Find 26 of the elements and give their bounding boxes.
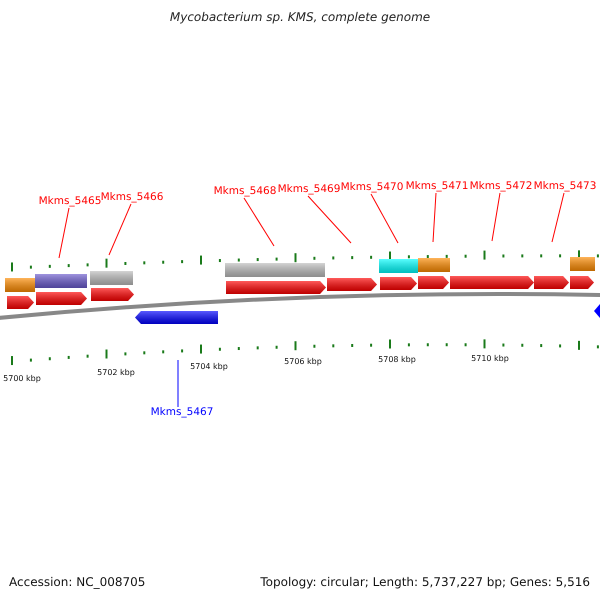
tick-label: 5708 kbp — [378, 355, 416, 364]
leader-line — [58, 208, 70, 258]
tick-label: 5710 kbp — [471, 354, 509, 363]
tick-label: 5704 kbp — [190, 362, 228, 371]
tick-label: 5702 kbp — [97, 368, 135, 377]
leader-line — [492, 192, 500, 242]
accession-text: Accession: NC_008705 — [9, 575, 146, 589]
gene-label: Mkms_5466 — [100, 191, 164, 203]
leader-line — [108, 204, 132, 256]
gene-label: Mkms_5472 — [470, 180, 532, 192]
leader-line — [552, 192, 564, 242]
gene-label: Mkms_5468 — [214, 185, 276, 197]
tick-label: 5706 kbp — [284, 357, 322, 366]
leader-line — [244, 198, 274, 246]
gene-label: Mkms_5471 — [406, 180, 468, 192]
gene-label: Mkms_5470 — [340, 181, 404, 193]
leader-line — [308, 196, 352, 244]
leader-line — [370, 194, 398, 244]
leader-line — [432, 192, 436, 242]
title: Mycobacterium sp. KMS, complete genome — [168, 10, 432, 24]
tick-label: 5700 kbp — [3, 374, 41, 383]
gene-label: Mkms_5469 — [278, 183, 340, 195]
genome-info-text: Topology: circular; Length: 5,737,227 bp; Genes: 5,516 — [260, 575, 590, 589]
gene-label: Mkms_5467 — [150, 406, 214, 418]
gene-label: Mkms_5473 — [534, 180, 596, 192]
gene-label: Mkms_5465 — [38, 195, 102, 207]
